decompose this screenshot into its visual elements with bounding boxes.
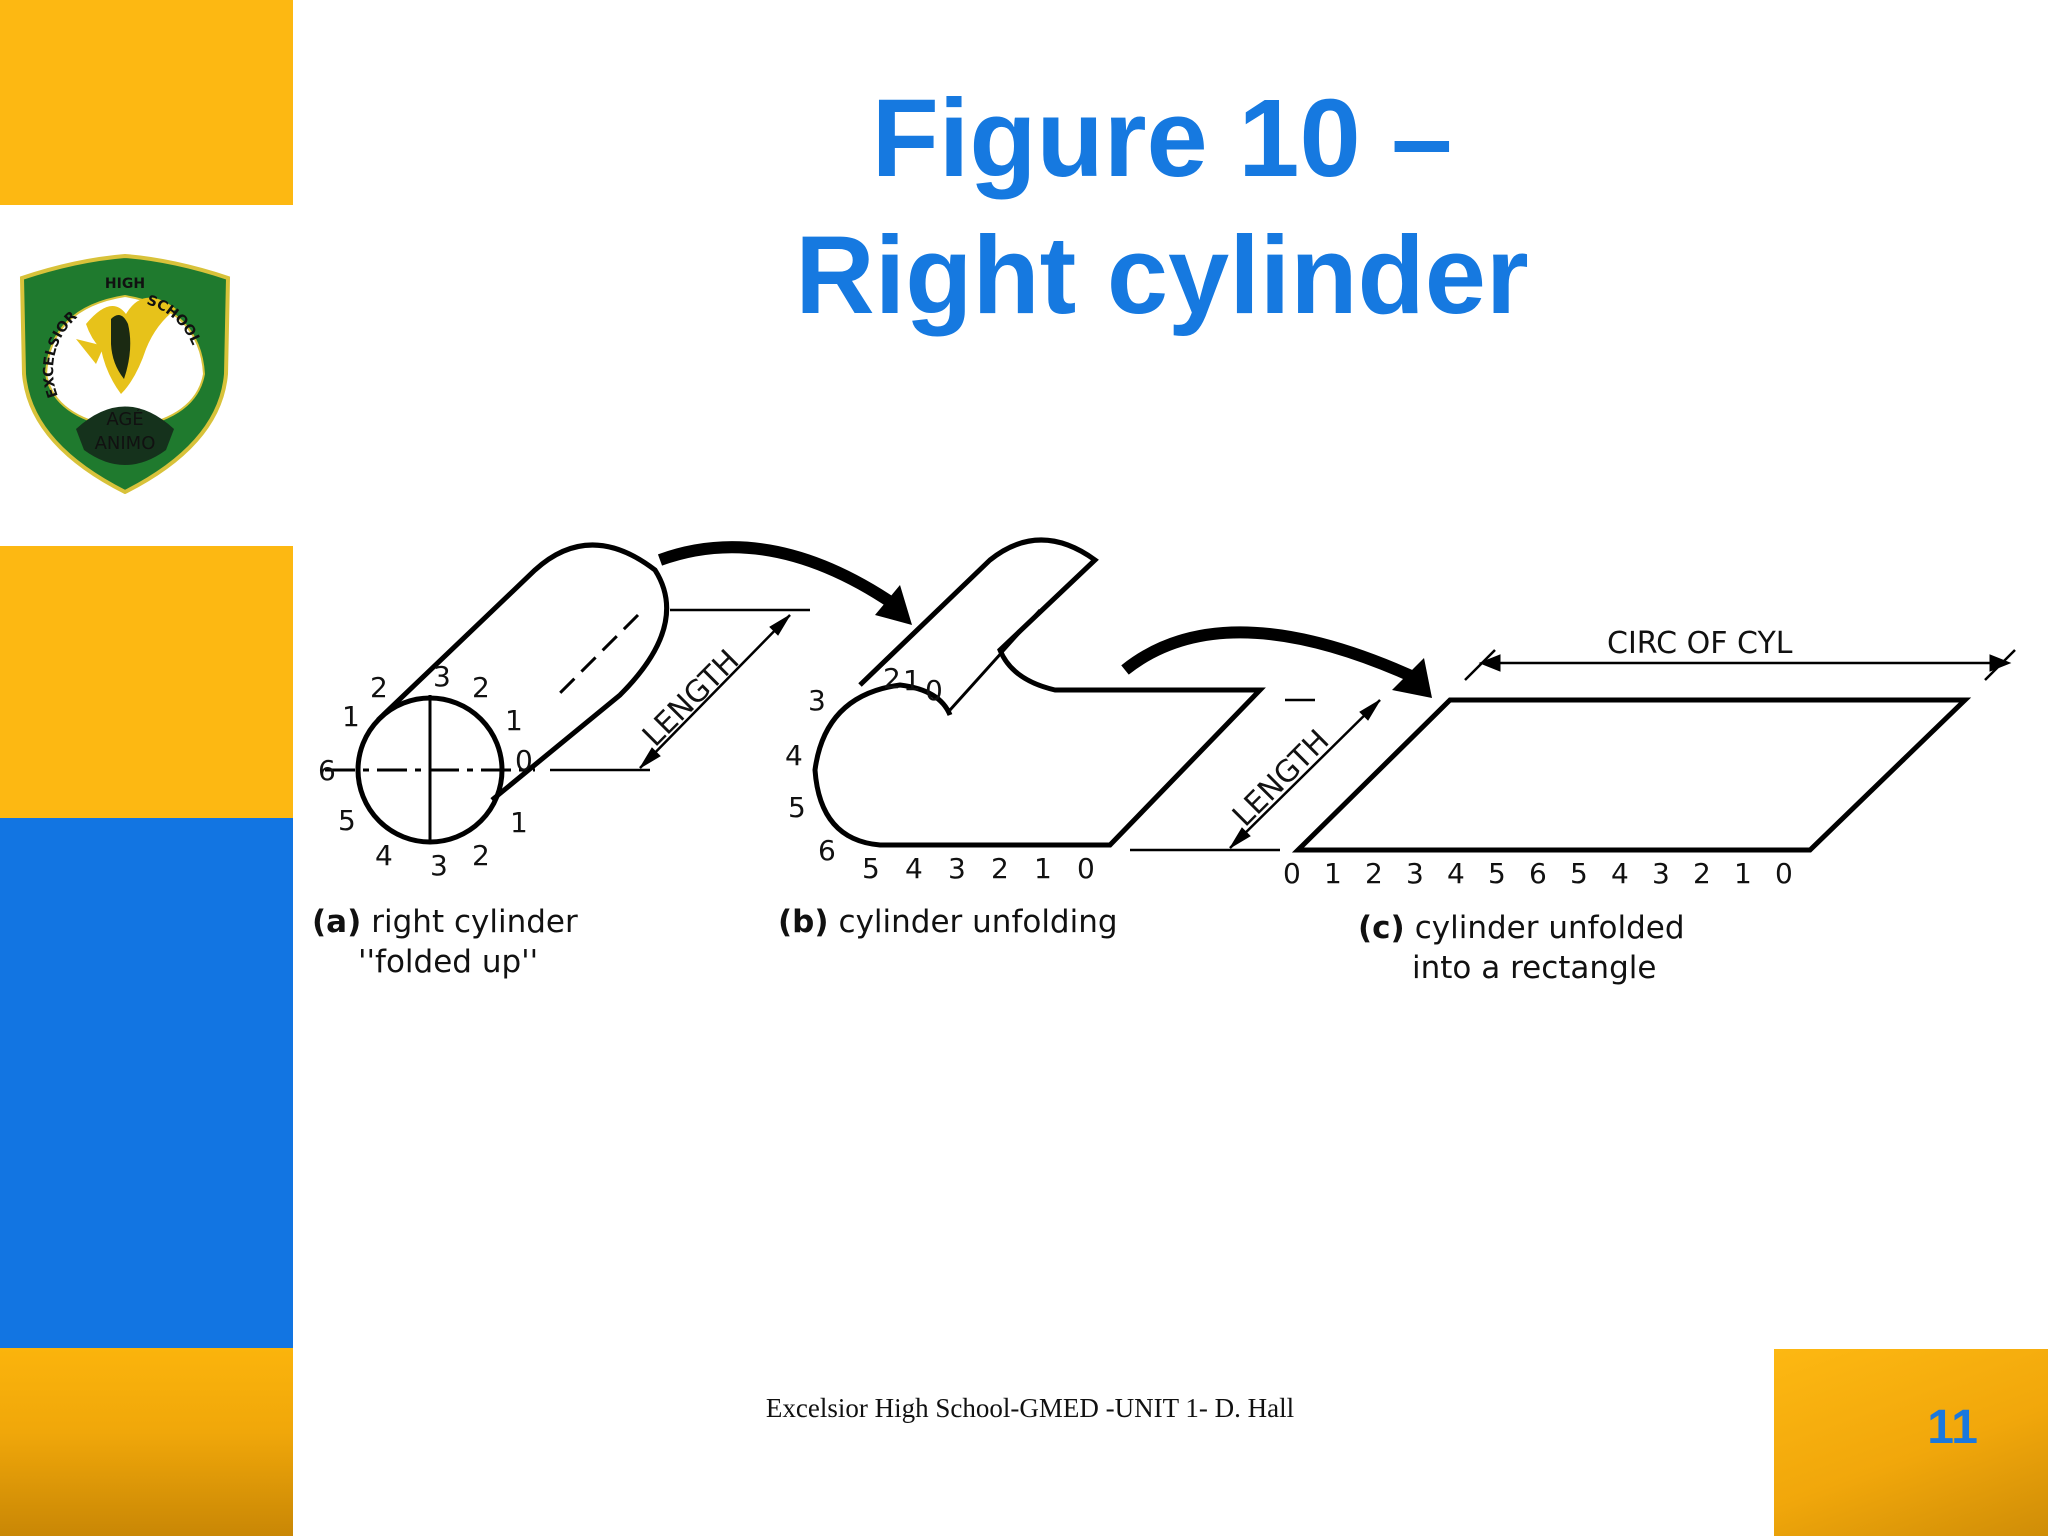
number-label: 3 bbox=[808, 684, 826, 717]
number-label: 2 bbox=[472, 671, 490, 704]
logo-top-text: HIGH bbox=[105, 276, 145, 292]
number-label: 1 bbox=[1324, 857, 1342, 890]
decor-stripe-blue bbox=[0, 818, 293, 1348]
number-label: 4 bbox=[905, 852, 923, 885]
caption-a: (a) right cylinder bbox=[312, 904, 578, 940]
decor-stripe-bottom bbox=[0, 1348, 293, 1536]
number-label: 1 bbox=[1734, 857, 1752, 890]
panel-b-numbers: 2 1 0 3 4 5 6 5 4 3 2 1 0 bbox=[785, 662, 1095, 885]
curved-arrow-b-to-c bbox=[1121, 626, 1423, 686]
number-label: 5 bbox=[338, 804, 356, 837]
school-logo: HIGH EXCELSIOR SCHOOL AGÉ ANIMO bbox=[19, 254, 231, 494]
decor-stripe-top bbox=[0, 0, 293, 205]
panel-b bbox=[812, 537, 1381, 852]
number-label: 6 bbox=[318, 754, 336, 787]
number-label: 5 bbox=[788, 791, 806, 824]
number-label: 0 bbox=[925, 674, 943, 707]
number-label: 6 bbox=[1529, 857, 1547, 890]
number-label: 3 bbox=[1406, 857, 1424, 890]
number-label: 4 bbox=[1447, 857, 1465, 890]
number-label: 1 bbox=[505, 704, 523, 737]
caption-b: (b) cylinder unfolding bbox=[778, 904, 1118, 940]
logo-motto-line2: ANIMO bbox=[95, 433, 156, 454]
number-label: 1 bbox=[1034, 852, 1052, 885]
number-label: 4 bbox=[375, 839, 393, 872]
number-label: 0 bbox=[1283, 857, 1301, 890]
slide-title: Figure 10 – Right cylinder bbox=[690, 70, 1634, 344]
slide-footer: Excelsior High School-GMED -UNIT 1- D. H… bbox=[765, 1393, 1295, 1423]
title-line-1: Figure 10 – bbox=[871, 77, 1453, 200]
corner-block bbox=[1774, 1349, 2048, 1536]
arrowhead-b-to-c bbox=[1392, 658, 1432, 698]
cylinder-body-outline bbox=[376, 542, 670, 802]
unfolded-rectangle bbox=[1291, 697, 1972, 853]
eagle-crest-icon bbox=[76, 297, 176, 394]
length-label-b: LENGTH bbox=[1226, 723, 1336, 833]
panel-a bbox=[325, 542, 810, 845]
arrowhead-a-to-b bbox=[875, 585, 912, 625]
number-label: 2 bbox=[1693, 857, 1711, 890]
caption-c-letter: (c) bbox=[1358, 910, 1405, 946]
curved-arrow-a-to-b bbox=[657, 541, 899, 610]
number-label: 5 bbox=[1488, 857, 1506, 890]
number-label: 5 bbox=[862, 852, 880, 885]
length-label-a: LENGTH bbox=[636, 643, 746, 753]
number-label: 6 bbox=[818, 834, 836, 867]
title-line-2: Right cylinder bbox=[795, 214, 1529, 337]
caption-c: (c) cylinder unfolded bbox=[1358, 910, 1685, 946]
number-label: 2 bbox=[1365, 857, 1383, 890]
panel-c bbox=[1291, 649, 2016, 853]
number-label: 0 bbox=[515, 744, 533, 777]
length-extension-lines-b bbox=[1130, 698, 1315, 852]
number-label: 2 bbox=[883, 662, 901, 695]
circ-arrowheads bbox=[1478, 654, 2012, 672]
length-extension-lines bbox=[550, 608, 810, 772]
panel-a-numbers: 2 3 2 1 1 6 0 5 1 4 3 2 bbox=[318, 660, 533, 882]
length-dimension-line-a bbox=[639, 614, 791, 769]
length-dimension-line-b bbox=[1229, 699, 1381, 849]
page-number: 11 bbox=[1927, 1401, 1978, 1454]
caption-a-line2: ''folded up'' bbox=[358, 944, 538, 980]
decor-stripe-middle bbox=[0, 546, 293, 818]
unfolding-outline bbox=[812, 537, 1266, 848]
number-label: 2 bbox=[370, 671, 388, 704]
number-label: 4 bbox=[1611, 857, 1629, 890]
caption-c-line1: cylinder unfolded bbox=[1415, 910, 1685, 946]
circ-label: CIRC OF CYL bbox=[1607, 626, 1793, 661]
caption-a-line1: right cylinder bbox=[371, 904, 578, 940]
cylinder-hidden-axis bbox=[553, 613, 640, 700]
caption-a-letter: (a) bbox=[312, 904, 361, 940]
caption-b-letter: (b) bbox=[778, 904, 829, 940]
length-arrowheads-b bbox=[1229, 699, 1381, 849]
unfolding-fold-line bbox=[948, 608, 1042, 712]
number-label: 4 bbox=[785, 739, 803, 772]
panel-c-numbers: 0 1 2 3 4 5 6 5 4 3 2 1 0 bbox=[1283, 857, 1793, 890]
number-label: 3 bbox=[1652, 857, 1670, 890]
number-label: 1 bbox=[510, 806, 528, 839]
number-label: 0 bbox=[1775, 857, 1793, 890]
caption-c-line2: into a rectangle bbox=[1412, 950, 1656, 986]
cylinder-development-diagram: LENGTH 2 3 2 1 1 6 0 5 1 4 3 2 (a) right … bbox=[312, 537, 2016, 986]
number-label: 1 bbox=[903, 664, 921, 697]
number-label: 3 bbox=[948, 852, 966, 885]
number-label: 1 bbox=[342, 700, 360, 733]
logo-motto-line1: AGÉ bbox=[106, 408, 143, 430]
number-label: 5 bbox=[1570, 857, 1588, 890]
number-label: 2 bbox=[472, 839, 490, 872]
number-label: 3 bbox=[430, 849, 448, 882]
length-arrowheads-a bbox=[639, 614, 791, 769]
number-label: 0 bbox=[1077, 852, 1095, 885]
caption-b-text: cylinder unfolding bbox=[839, 904, 1118, 940]
number-label: 3 bbox=[433, 660, 451, 693]
number-label: 2 bbox=[991, 852, 1009, 885]
